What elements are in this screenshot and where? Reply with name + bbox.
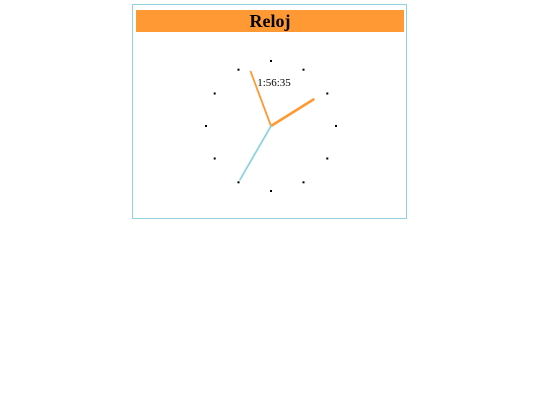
hour-tick: [205, 125, 207, 127]
hour-tick: [270, 190, 272, 192]
window-title: Reloj: [249, 10, 291, 31]
hour-tick: [213, 92, 216, 95]
hour-hand: [269, 98, 315, 128]
hour-tick: [302, 68, 305, 71]
clock-ticks: [205, 60, 337, 192]
clock-window: Reloj 1:56:35: [132, 4, 407, 219]
hour-tick: [213, 157, 216, 160]
hour-tick: [237, 68, 240, 71]
hour-tick: [237, 181, 240, 184]
minute-hand: [249, 70, 272, 127]
hour-tick: [335, 125, 337, 127]
hour-tick: [326, 157, 329, 160]
title-bar: Reloj: [136, 10, 404, 32]
digital-time-readout: 1:56:35: [257, 77, 291, 89]
hour-tick: [270, 60, 272, 62]
analog-clock: [205, 60, 337, 192]
second-hand: [239, 125, 272, 181]
hour-tick: [326, 92, 329, 95]
hour-tick: [302, 181, 305, 184]
